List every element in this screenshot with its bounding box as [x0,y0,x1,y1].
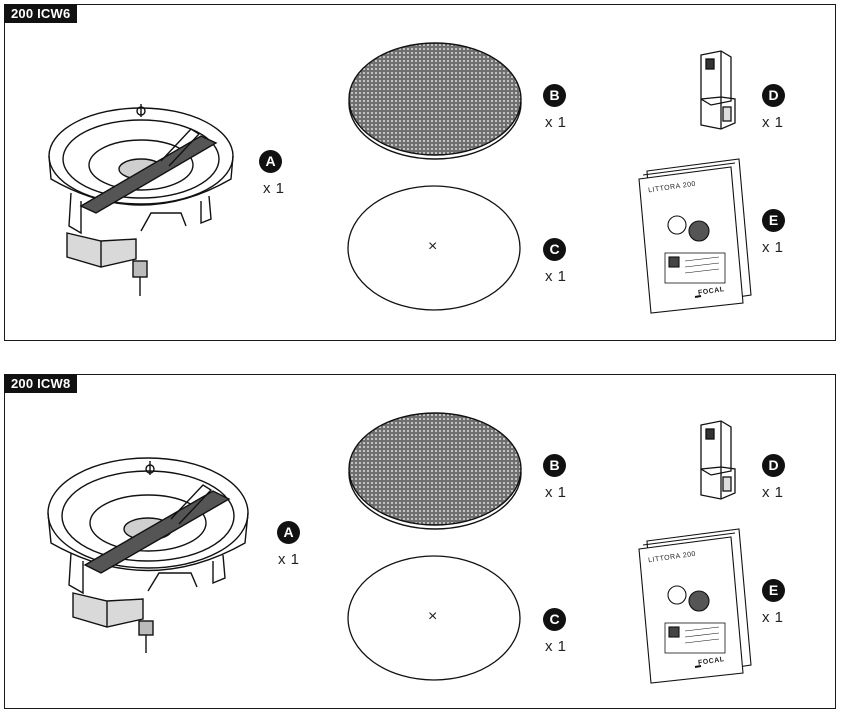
speaker-illustration [41,101,241,306]
item-a-quantity: x 1 [263,180,285,197]
item-d-badge: D [762,454,785,477]
item-e-badge: E [762,579,785,602]
clip-illustration [691,419,743,503]
item-c-quantity: x 1 [545,268,567,285]
item-c-badge: C [543,238,566,261]
grille-illustration [346,409,524,531]
item-d-badge: D [762,84,785,107]
template-center-mark: × [428,238,438,255]
item-c-quantity: x 1 [545,638,567,655]
item-b-badge: B [543,454,566,477]
item-b-badge: B [543,84,566,107]
speaker-illustration [43,453,253,658]
item-e-badge: E [762,209,785,232]
item-b-quantity: x 1 [545,114,567,131]
manual-illustration [629,157,754,315]
clip-illustration [691,49,743,133]
manual-illustration [629,527,754,685]
item-d-quantity: x 1 [762,484,784,501]
template-center-mark: × [428,608,438,625]
item-a-badge: A [259,150,282,173]
grille-illustration [346,39,524,161]
item-d-quantity: x 1 [762,114,784,131]
item-a-quantity: x 1 [278,551,300,568]
template-illustration [346,555,522,685]
panel-200-icw6: 200 ICW6 A x 1 [4,4,836,341]
panel-title: 200 ICW6 [4,4,78,23]
item-e-quantity: x 1 [762,609,784,626]
panel-title: 200 ICW8 [4,374,78,393]
item-a-badge: A [277,521,300,544]
item-e-quantity: x 1 [762,239,784,256]
panel-200-icw8: 200 ICW8 A x 1 [4,374,836,709]
item-c-badge: C [543,608,566,631]
item-b-quantity: x 1 [545,484,567,501]
template-illustration [346,185,522,315]
